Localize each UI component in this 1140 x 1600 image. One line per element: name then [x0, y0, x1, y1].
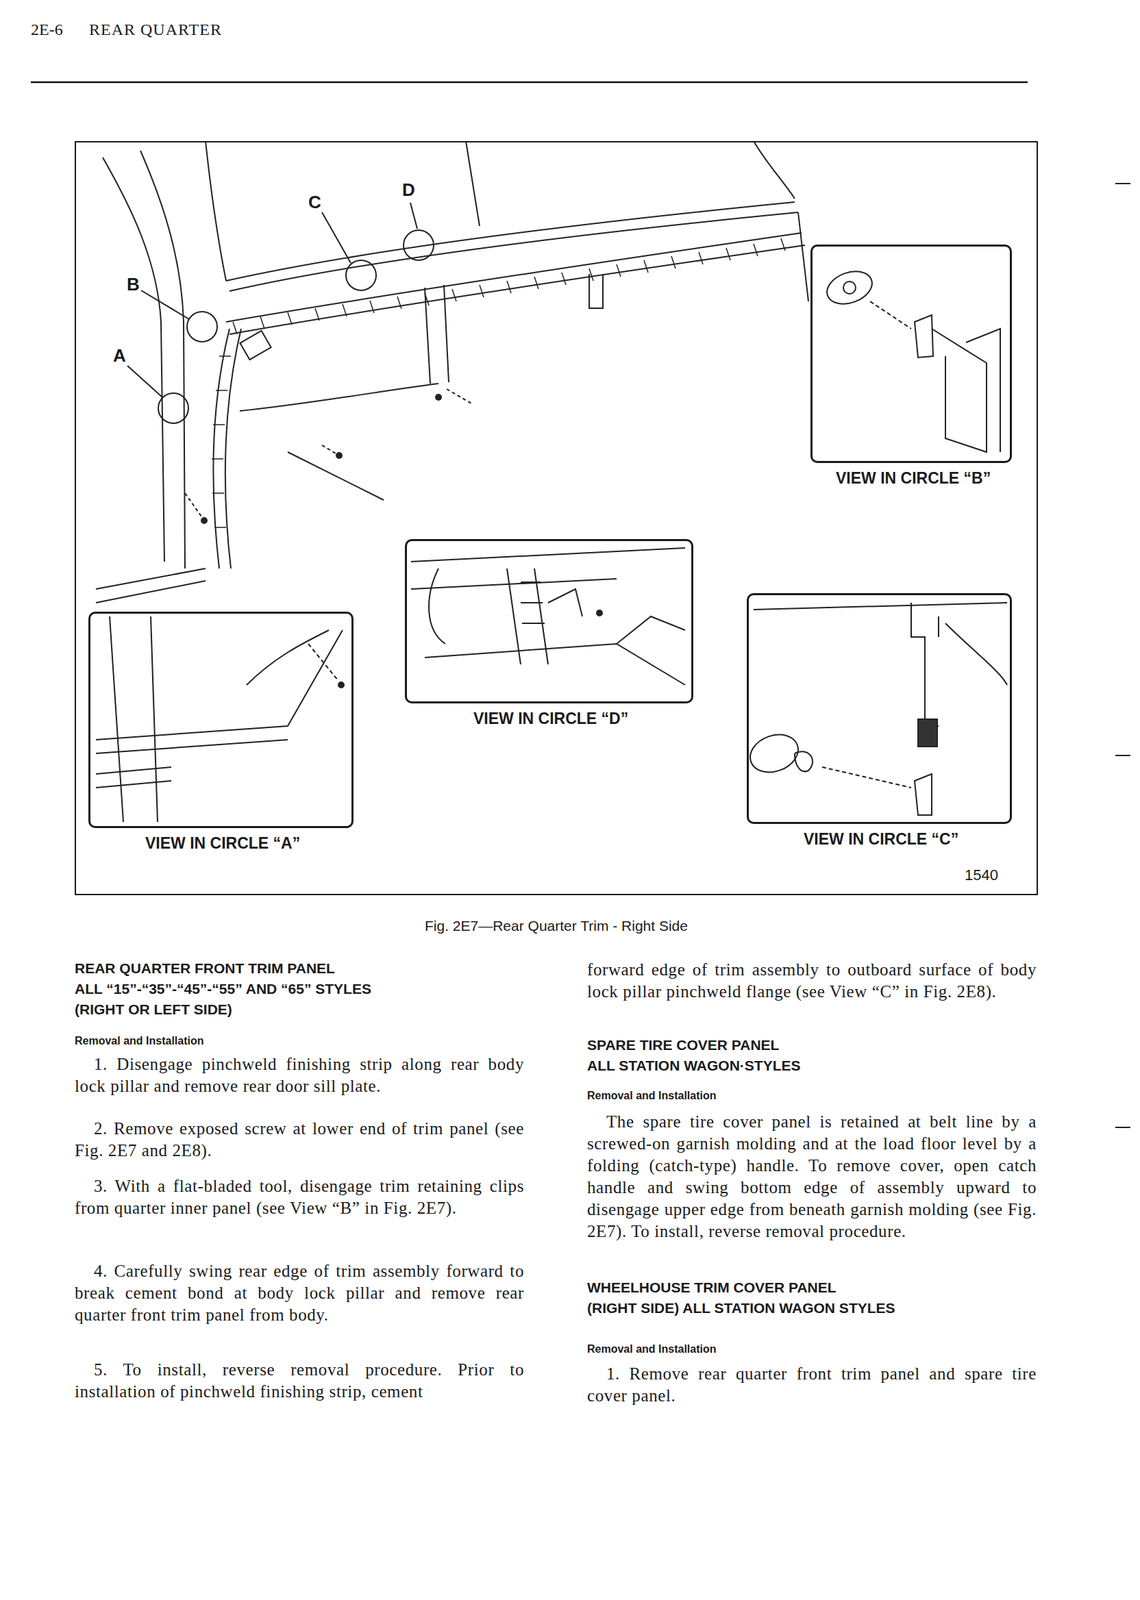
callout-letter: A: [113, 345, 127, 367]
section-heading: SPARE TIRE COVER PANEL: [587, 1035, 1037, 1056]
callout-letter: C: [308, 191, 322, 214]
figure-caption: Fig. 2E7—Rear Quarter Trim - Right Side: [424, 918, 688, 935]
view-caption: VIEW IN CIRCLE “B”: [833, 469, 994, 488]
subheading: Removal and Installation: [74, 1031, 525, 1051]
detail-view-box: VIEW IN CIRCLE “A”: [88, 611, 354, 829]
callout-letter: B: [126, 274, 140, 296]
body-paragraph: 2. Remove exposed screw at lower end of …: [74, 1118, 525, 1162]
body-paragraph: 1. Disengage pinchweld finishing strip a…: [74, 1053, 525, 1098]
view-caption: VIEW IN CIRCLE “C”: [800, 830, 962, 849]
section-heading: (RIGHT SIDE) ALL STATION WAGON STYLES: [587, 1298, 1037, 1319]
body-paragraph: 1. Remove rear quarter front trim panel …: [587, 1363, 1037, 1408]
callout-letter: D: [402, 179, 416, 201]
section-heading: ALL “15”-“35”-“45”-“55” AND “65” STYLES: [74, 979, 525, 999]
page-number: 2E-6: [30, 20, 64, 40]
subheading: Removal and Installation: [587, 1086, 1037, 1106]
body-paragraph: The spare tire cover panel is retained a…: [587, 1111, 1037, 1243]
view-caption: VIEW IN CIRCLE “A”: [142, 834, 303, 853]
section-heading: (RIGHT OR LEFT SIDE): [74, 1000, 525, 1020]
detail-view-box: VIEW IN CIRCLE “D”: [404, 539, 694, 704]
detail-view-box: VIEW IN CIRCLE “B”: [810, 244, 1012, 464]
figure-frame: 1540 VIEW IN CIRCLE “B” VIEW IN CIRCLE “D”…: [74, 141, 1038, 896]
page-header: REAR QUARTER: [89, 20, 222, 40]
body-paragraph: 4. Carefully swing rear edge of trim ass…: [74, 1260, 525, 1327]
body-paragraph: 5. To install, reverse removal procedure…: [74, 1359, 525, 1404]
body-paragraph: forward edge of trim assembly to outboar…: [587, 959, 1037, 1003]
subheading: Removal and Installation: [587, 1340, 1037, 1360]
section-heading: REAR QUARTER FRONT TRIM PANEL: [74, 959, 525, 979]
view-caption: VIEW IN CIRCLE “D”: [470, 709, 631, 729]
section-heading: WHEELHOUSE TRIM COVER PANEL: [587, 1278, 1037, 1298]
figure-number: 1540: [964, 866, 999, 885]
section-heading: ALL STATION WAGON·STYLES: [587, 1056, 1037, 1076]
body-paragraph: 3. With a flat-bladed tool, disengage tr…: [74, 1175, 525, 1220]
detail-view-box: VIEW IN CIRCLE “C”: [746, 593, 1012, 825]
